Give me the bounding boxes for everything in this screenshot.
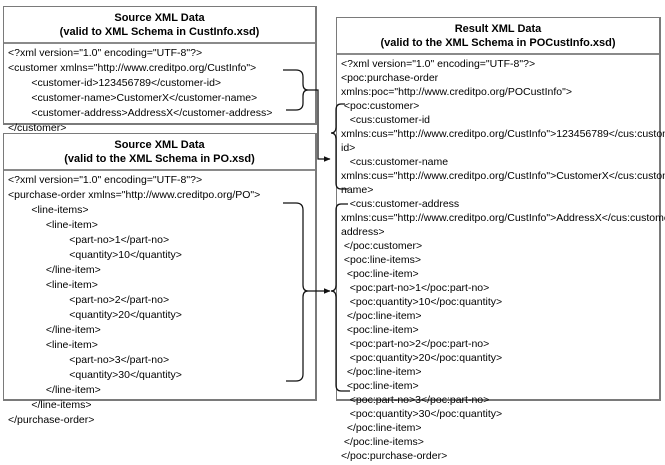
code-line: <cus:customer-address xmlns:cus="http://… [341,198,665,238]
code-line: <customer-name>CustomerX</customer-name> [8,92,258,104]
code-line: <quantity>20</quantity> [8,309,182,321]
code-line: </purchase-order> [8,414,95,426]
code-line: <line-item> [8,279,98,291]
code-line: <customer-address>AddressX</customer-add… [8,107,273,119]
result-header: Result XML Data (valid to the XML Schema… [337,18,659,55]
code-line: <poc:part-no>1</poc:part-no> [341,282,490,294]
result-panel: Result XML Data (valid to the XML Schema… [336,17,665,462]
code-line: <poc:line-item> [341,324,419,336]
code-line: <poc:part-no>2</poc:part-no> [341,338,490,350]
source-custinfo-title: Source XML Data [114,12,205,24]
code-line: <poc:line-items> [341,254,421,266]
code-line: <?xml version="1.0" encoding="UTF-8"?> [8,47,203,59]
source-custinfo-code: <?xml version="1.0" encoding="UTF-8"?> <… [4,44,315,138]
code-line: </poc:customer> [341,240,423,252]
code-line: <line-item> [8,339,98,351]
code-line: <poc:part-no>3</poc:part-no> [341,394,490,406]
code-line: <poc:line-item> [341,380,419,392]
code-line: </line-item> [8,264,101,276]
code-line: <?xml version="1.0" encoding="UTF-8"?> [341,58,536,70]
source-po-subtitle: (valid to the XML Schema in PO.xsd) [64,153,255,165]
code-line: </customer> [8,122,67,134]
code-line: <cus:customer-id xmlns:cus="http://www.c… [341,114,665,154]
code-line: </poc:line-items> [341,436,424,448]
code-line: </poc:line-item> [341,422,422,434]
source-custinfo-subtitle: (valid to XML Schema in CustInfo.xsd) [59,26,260,38]
code-line: <part-no>2</part-no> [8,294,170,306]
source-po-panel: Source XML Data (valid to the XML Schema… [3,133,317,426]
code-line: <poc:purchase-order xmlns:poc="http://ww… [341,72,572,98]
code-line: <cus:customer-name xmlns:cus="http://www… [341,156,665,196]
code-line: <poc:quantity>20</poc:quantity> [341,352,503,364]
code-line: <quantity>30</quantity> [8,369,182,381]
code-line: <purchase-order xmlns="http://www.credit… [8,189,261,201]
code-line: <line-item> [8,219,98,231]
code-line: <poc:quantity>10</poc:quantity> [341,296,503,308]
code-line: <part-no>3</part-no> [8,354,170,366]
code-line: </poc:line-item> [341,366,422,378]
source-po-header: Source XML Data (valid to the XML Schema… [4,134,315,171]
result-title: Result XML Data [454,23,542,35]
source-po-code: <?xml version="1.0" encoding="UTF-8"?> <… [4,171,315,430]
code-line: <poc:customer> [341,100,420,112]
code-line: <poc:line-item> [341,268,419,280]
code-line: </line-item> [8,324,101,336]
code-line: <poc:quantity>30</poc:quantity> [341,408,503,420]
code-line: </line-items> [8,399,92,411]
source-po-title: Source XML Data [114,139,205,151]
source-custinfo-panel: Source XML Data (valid to XML Schema in … [3,6,317,134]
code-line: <customer-id>123456789</customer-id> [8,77,222,89]
code-line: <customer xmlns="http://www.creditpo.org… [8,62,257,74]
code-line: <line-items> [8,204,89,216]
code-line: </poc:purchase-order> [341,450,448,462]
code-line: <quantity>10</quantity> [8,249,182,261]
code-line: <?xml version="1.0" encoding="UTF-8"?> [8,174,203,186]
code-line: <part-no>1</part-no> [8,234,170,246]
code-line: </line-item> [8,384,101,396]
code-line: </poc:line-item> [341,310,422,322]
result-subtitle: (valid to the XML Schema in POCustInfo.x… [380,37,616,49]
source-custinfo-header: Source XML Data (valid to XML Schema in … [4,7,315,44]
result-code: <?xml version="1.0" encoding="UTF-8"?> <… [337,55,665,465]
